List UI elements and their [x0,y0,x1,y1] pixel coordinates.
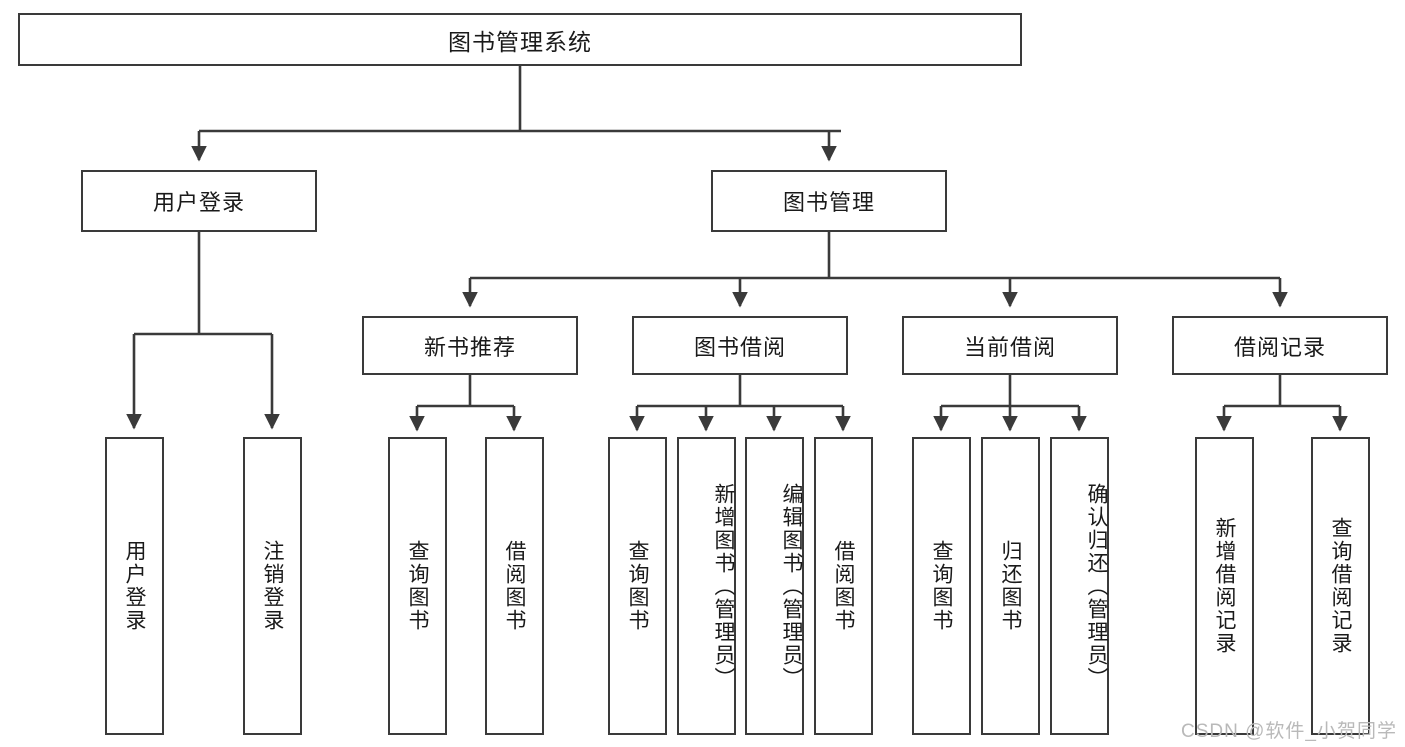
node-leaf-borrow-book-1[interactable]: 借阅图书 [485,437,544,735]
node-book-manage[interactable]: 图书管理 [711,170,947,232]
node-label: 编辑图书（管理员） [780,482,803,690]
node-leaf-edit-book[interactable]: 编辑图书（管理员） [745,437,804,735]
node-label: 新增图书（管理员） [712,482,735,690]
node-leaf-query-book-1[interactable]: 查询图书 [388,437,447,735]
node-borrow-record[interactable]: 借阅记录 [1172,316,1388,375]
node-label: 当前借阅 [963,334,1056,360]
node-new-book-rec[interactable]: 新书推荐 [362,316,578,375]
node-label: 图书管理系统 [448,28,592,55]
node-leaf-query-book-3[interactable]: 查询图书 [912,437,971,735]
node-root-system[interactable]: 图书管理系统 [18,13,1022,66]
node-user-login[interactable]: 用户登录 [81,170,317,232]
node-leaf-user-login[interactable]: 用户登录 [105,437,164,735]
node-label: 借阅记录 [1233,334,1326,360]
node-leaf-return-book[interactable]: 归还图书 [981,437,1040,735]
node-label: 归还图书 [999,540,1022,632]
node-current-borrow[interactable]: 当前借阅 [902,316,1118,375]
node-label: 用户登录 [152,190,245,215]
node-label: 图书借阅 [693,334,786,360]
node-label: 新增借阅记录 [1213,517,1236,655]
node-leaf-add-book[interactable]: 新增图书（管理员） [677,437,736,735]
node-leaf-add-record[interactable]: 新增借阅记录 [1195,437,1254,735]
node-leaf-query-record[interactable]: 查询借阅记录 [1311,437,1370,735]
node-label: 查询图书 [930,540,953,632]
node-label: 图书管理 [782,190,875,215]
node-label: 用户登录 [123,540,146,632]
node-label: 注销登录 [261,540,284,632]
node-label: 查询借阅记录 [1329,517,1352,655]
node-leaf-query-book-2[interactable]: 查询图书 [608,437,667,735]
node-label: 确认归还（管理员） [1085,482,1108,690]
node-label: 查询图书 [406,540,429,632]
node-label: 借阅图书 [832,540,855,632]
node-label: 新书推荐 [423,334,516,360]
node-leaf-borrow-book-2[interactable]: 借阅图书 [814,437,873,735]
node-leaf-confirm-return[interactable]: 确认归还（管理员） [1050,437,1109,735]
node-leaf-logout[interactable]: 注销登录 [243,437,302,735]
node-label: 借阅图书 [503,540,526,632]
node-book-borrow[interactable]: 图书借阅 [632,316,848,375]
node-label: 查询图书 [626,540,649,632]
